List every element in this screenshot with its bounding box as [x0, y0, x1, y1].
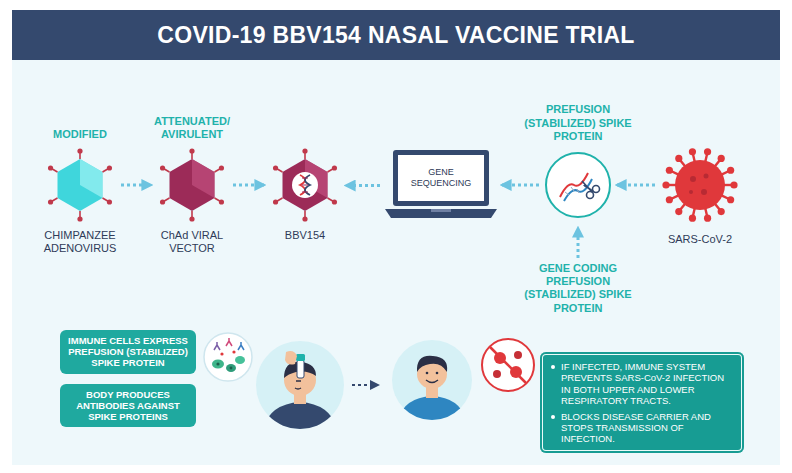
node-text: BODY PRODUCES ANTIBODIES AGAINST SPIKE P… [68, 389, 188, 423]
flow-arrow [121, 184, 151, 187]
adenovirus-hexagon: MODIFIEDCHIMPANZEE ADENOVIRUS [44, 149, 116, 221]
node-heading: PREFUSION (STABILIZED) SPIKE PROTEIN [523, 103, 633, 143]
panel-ground [12, 60, 780, 465]
spike-gene-circle: PREFUSION (STABILIZED) SPIKE PROTEIN [544, 151, 612, 219]
viral-vector-hexagon: ATTENUATED/ AVIRULENTChAd VIRAL VECTOR [156, 149, 228, 221]
node-text: ChAd VIRAL VECTOR [147, 229, 237, 255]
outcome-box: IF INFECTED, IMMUNE SYSTEM PREVENTS SARS… [540, 352, 744, 453]
node-text: CHIMPANZEE ADENOVIRUS [35, 229, 125, 255]
info-box: BODY PRODUCES ANTIBODIES AGAINST SPIKE P… [60, 384, 196, 428]
title-band: COVID-19 BBV154 NASAL VACCINE TRIAL [12, 10, 780, 60]
flow-arrow [233, 184, 264, 187]
step-arrow [352, 384, 378, 386]
healthy-person [392, 340, 472, 422]
laptop-box: GENE SEQUENCING [385, 150, 497, 222]
flow-arrow [502, 184, 539, 187]
virus-icon-outline [660, 145, 740, 225]
node-text: GENE SEQUENCING [398, 155, 484, 201]
node-text: BBV154 [260, 229, 350, 242]
leader-arrow [577, 228, 580, 258]
node-text: IF INFECTED, IMMUNE SYSTEM PREVENTS SARS… [550, 361, 734, 407]
node-text: IMMUNE CELLS EXPRESS PREFUSION (STABILIZ… [68, 335, 188, 369]
blocked-virus-icon [482, 339, 534, 391]
viral-vector-hexagon-outline [156, 149, 228, 221]
flow-arrow [346, 184, 380, 187]
flow-arrow [617, 184, 655, 187]
node-text: SARS-CoV-2 [655, 233, 745, 246]
diagram-title: COVID-19 BBV154 NASAL VACCINE TRIAL [12, 10, 780, 60]
immune-cells-icon [204, 333, 252, 381]
virus-icon: SARS-CoV-2 [660, 145, 740, 225]
spike-gene-circle-outline [544, 151, 612, 219]
adenovirus-hexagon-outline [44, 149, 116, 221]
vaccine-hexagon: BBV154 [269, 149, 341, 221]
vaccine-hexagon-outline [269, 149, 341, 221]
node-heading: MODIFIED [25, 128, 135, 141]
nasal-spray-person [256, 341, 344, 432]
node-text: BLOCKS DISEASE CARRIER AND STOPS TRANSMI… [550, 411, 734, 445]
callout-label: GENE CODING PREFUSION (STABILIZED) SPIKE… [513, 262, 643, 315]
info-box: IMMUNE CELLS EXPRESS PREFUSION (STABILIZ… [60, 330, 196, 374]
node-heading: ATTENUATED/ AVIRULENT [137, 115, 247, 141]
